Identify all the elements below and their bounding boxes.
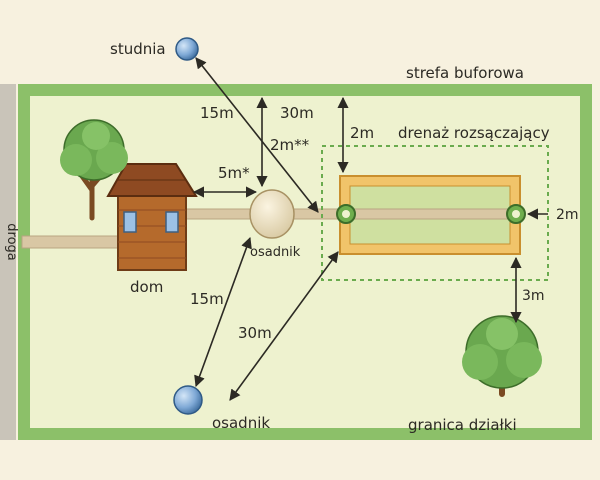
dist-drain-to-buffer: 2m [350,124,374,142]
dist-drain-right: 2m [556,207,579,223]
dist-drain-to-tree: 3m [522,288,545,304]
road-strip [0,84,16,440]
road-label: droga [4,223,19,260]
well-label: studnia [110,40,166,58]
house-label: dom [130,278,163,296]
septic-tank [249,189,295,239]
road-pipe [21,235,119,249]
well-bottom [173,385,203,415]
tree-right [462,315,542,397]
drainage-field-pipe [345,208,519,220]
bottom-well-label: osadnik [212,414,270,432]
dist-well-to-house: 15m [200,104,234,122]
dist-house-to-septic: 5m* [218,164,250,182]
buffer-zone-label: strefa buforowa [406,64,524,82]
drainage-zone-dashed [321,145,549,281]
dist-drainage-to-bottom-well: 30m [238,324,272,342]
dist-well-to-drainage: 30m [280,104,314,122]
plot-boundary-label: granica działki [408,416,517,434]
dimension-arrows [192,57,548,401]
well-top [175,37,199,61]
septic-tank-label: osadnik [250,245,301,260]
house [106,163,198,271]
tree-left [60,119,128,221]
drainage-label: drenaż rozsączający [398,124,550,142]
dist-septic-to-bottom-well: 15m [190,290,224,308]
dist-septic-to-building: 2m** [270,136,310,154]
